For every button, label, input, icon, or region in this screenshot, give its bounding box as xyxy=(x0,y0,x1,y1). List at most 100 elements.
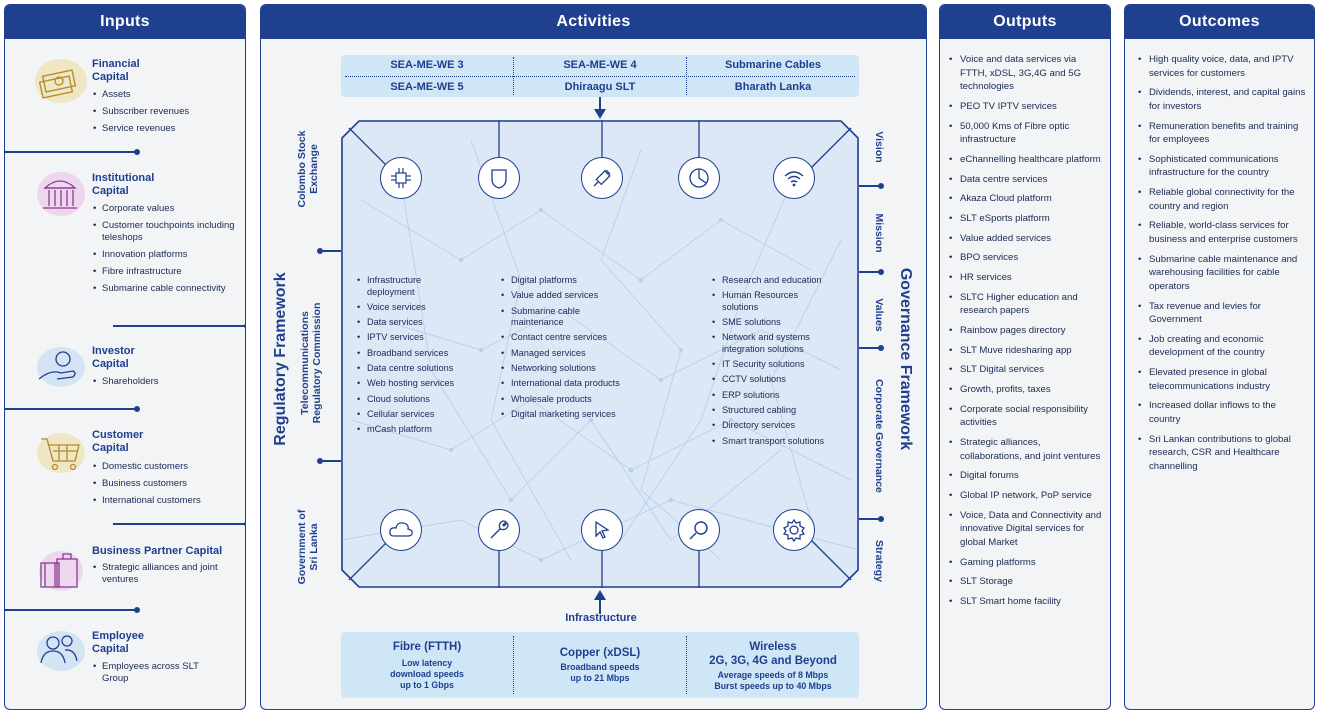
list-item: SLT Muve ridesharing app xyxy=(946,344,1104,358)
list-item: Digital marketing services xyxy=(501,409,646,421)
outputs-list: Voice and data services via FTTH, xDSL, … xyxy=(946,53,1104,615)
list-item: Sophisticated communications infrastruct… xyxy=(1135,153,1307,180)
list-item: SLT Storage xyxy=(946,575,1104,589)
wifi-icon xyxy=(773,157,815,199)
list-item: Corporate values xyxy=(92,203,242,215)
list-item: Strategic alliances and joint ventures xyxy=(92,562,227,586)
shopping-cart-icon xyxy=(31,425,89,477)
services-list-3: Research and education Human Resources s… xyxy=(712,275,842,451)
cursor-icon xyxy=(581,509,623,551)
list-item: Voice services xyxy=(357,302,467,314)
capital-title: Employee xyxy=(92,630,144,642)
list-item: Innovation platforms xyxy=(92,249,242,261)
connector-dot xyxy=(878,516,884,522)
list-item: Business customers xyxy=(92,478,201,490)
list-item: Voice and data services via FTTH, xDSL, … xyxy=(946,53,1104,94)
list-item: Akaza Cloud platform xyxy=(946,192,1104,206)
list-item: Directory services xyxy=(712,420,842,432)
circuit-icon xyxy=(380,157,422,199)
list-item: Growth, profits, taxes xyxy=(946,383,1104,397)
list-item: Corporate social responsibility activiti… xyxy=(946,403,1104,430)
regulatory-framework-label: Regulatory Framework xyxy=(272,272,289,446)
outcomes-header: Outcomes xyxy=(1125,5,1314,45)
entity-line: Sri Lanka xyxy=(308,523,320,571)
connector-line xyxy=(859,518,879,520)
outputs-header: Outputs xyxy=(940,5,1110,45)
arrow-down-icon xyxy=(594,97,606,119)
list-item: Shareholders xyxy=(92,376,159,388)
dotted-divider xyxy=(345,76,855,77)
strategy-label: Strategy xyxy=(873,539,885,582)
institution-icon xyxy=(31,166,89,218)
shield-icon xyxy=(478,157,520,199)
capital-title: Investor xyxy=(92,345,135,357)
list-item: CCTV solutions xyxy=(712,374,842,386)
list-item: Subscriber revenues xyxy=(92,106,189,118)
connector-dot xyxy=(878,183,884,189)
services-list-1: Infrastructure deployment Voice services… xyxy=(357,275,467,439)
vision-label: Vision xyxy=(873,131,885,163)
list-item: Tax revenue and levies for Government xyxy=(1135,300,1307,327)
list-item: Global IP network, PoP service xyxy=(946,489,1104,503)
entity-line: Telecommunications xyxy=(299,311,311,415)
list-item: Elevated presence in global telecommunic… xyxy=(1135,366,1307,393)
list-item: IPTV services xyxy=(357,332,467,344)
wrench-icon xyxy=(478,509,520,551)
cloud-icon xyxy=(380,509,422,551)
entity-line: Government of xyxy=(296,509,308,585)
separator-line xyxy=(5,406,140,411)
infra-title: Copper (xDSL) xyxy=(559,647,641,659)
cable-label: SEA-ME-WE 4 xyxy=(563,59,637,71)
list-item: Research and education xyxy=(712,275,842,287)
list-item: HR services xyxy=(946,271,1104,285)
list-item: eChannelling healthcare platform xyxy=(946,153,1104,167)
list-item: Dividends, interest, and capital gains f… xyxy=(1135,86,1307,113)
list-item: Rainbow pages directory xyxy=(946,324,1104,338)
infra-title: Wireless xyxy=(749,641,797,653)
arrow-up-icon xyxy=(594,590,606,614)
connector-line xyxy=(321,250,341,252)
list-item: Smart transport solutions xyxy=(712,436,842,448)
list-item: SLT eSports platform xyxy=(946,212,1104,226)
list-item: Infrastructure deployment xyxy=(357,275,467,298)
list-item: Submarine cable maintenance and warehous… xyxy=(1135,253,1307,294)
list-item: Managed services xyxy=(501,348,646,360)
infra-sub-line: Low latency xyxy=(401,658,453,668)
list-item: Data centre services xyxy=(946,173,1104,187)
list-item: Reliable global connectivity for the cou… xyxy=(1135,186,1307,213)
capital-items: Assets Subscriber revenues Service reven… xyxy=(92,89,189,140)
infra-sub-line: up to 21 Mbps xyxy=(570,673,630,683)
infra-sub-line: Burst speeds up to 40 Mbps xyxy=(714,681,832,691)
list-item: International customers xyxy=(92,495,201,507)
list-item: Assets xyxy=(92,89,189,101)
connector-line xyxy=(859,185,879,187)
outputs-panel: Outputs Voice and data services via FTTH… xyxy=(939,4,1111,710)
dotted-divider xyxy=(686,57,687,95)
list-item: Cellular services xyxy=(357,409,467,421)
list-item: Value added services xyxy=(501,290,646,302)
dotted-divider xyxy=(513,57,514,95)
cable-label: Dhiraagu SLT xyxy=(564,81,636,93)
list-item: BPO services xyxy=(946,251,1104,265)
outcomes-list: High quality voice, data, and IPTV servi… xyxy=(1135,53,1307,480)
list-item: Digital platforms xyxy=(501,275,646,287)
separator-line xyxy=(113,323,245,328)
capital-items: Domestic customers Business customers In… xyxy=(92,461,201,512)
capital-title: Financial xyxy=(92,58,140,70)
list-item: Service revenues xyxy=(92,123,189,135)
list-item: Cloud solutions xyxy=(357,394,467,406)
submarine-cables-band: SEA-ME-WE 3 SEA-ME-WE 4 Submarine Cables… xyxy=(341,55,859,97)
separator-line xyxy=(5,149,140,154)
list-item: International data products xyxy=(501,378,646,390)
capital-items: Corporate values Customer touchpoints in… xyxy=(92,203,242,300)
list-item: mCash platform xyxy=(357,424,467,436)
activities-panel: Activities SEA-ME-WE 3 SEA-ME-WE 4 Subma… xyxy=(260,4,927,710)
list-item: Structured cabling xyxy=(712,405,842,417)
activities-header: Activities xyxy=(261,5,926,45)
services-list-2: Digital platforms Value added services S… xyxy=(501,275,646,424)
